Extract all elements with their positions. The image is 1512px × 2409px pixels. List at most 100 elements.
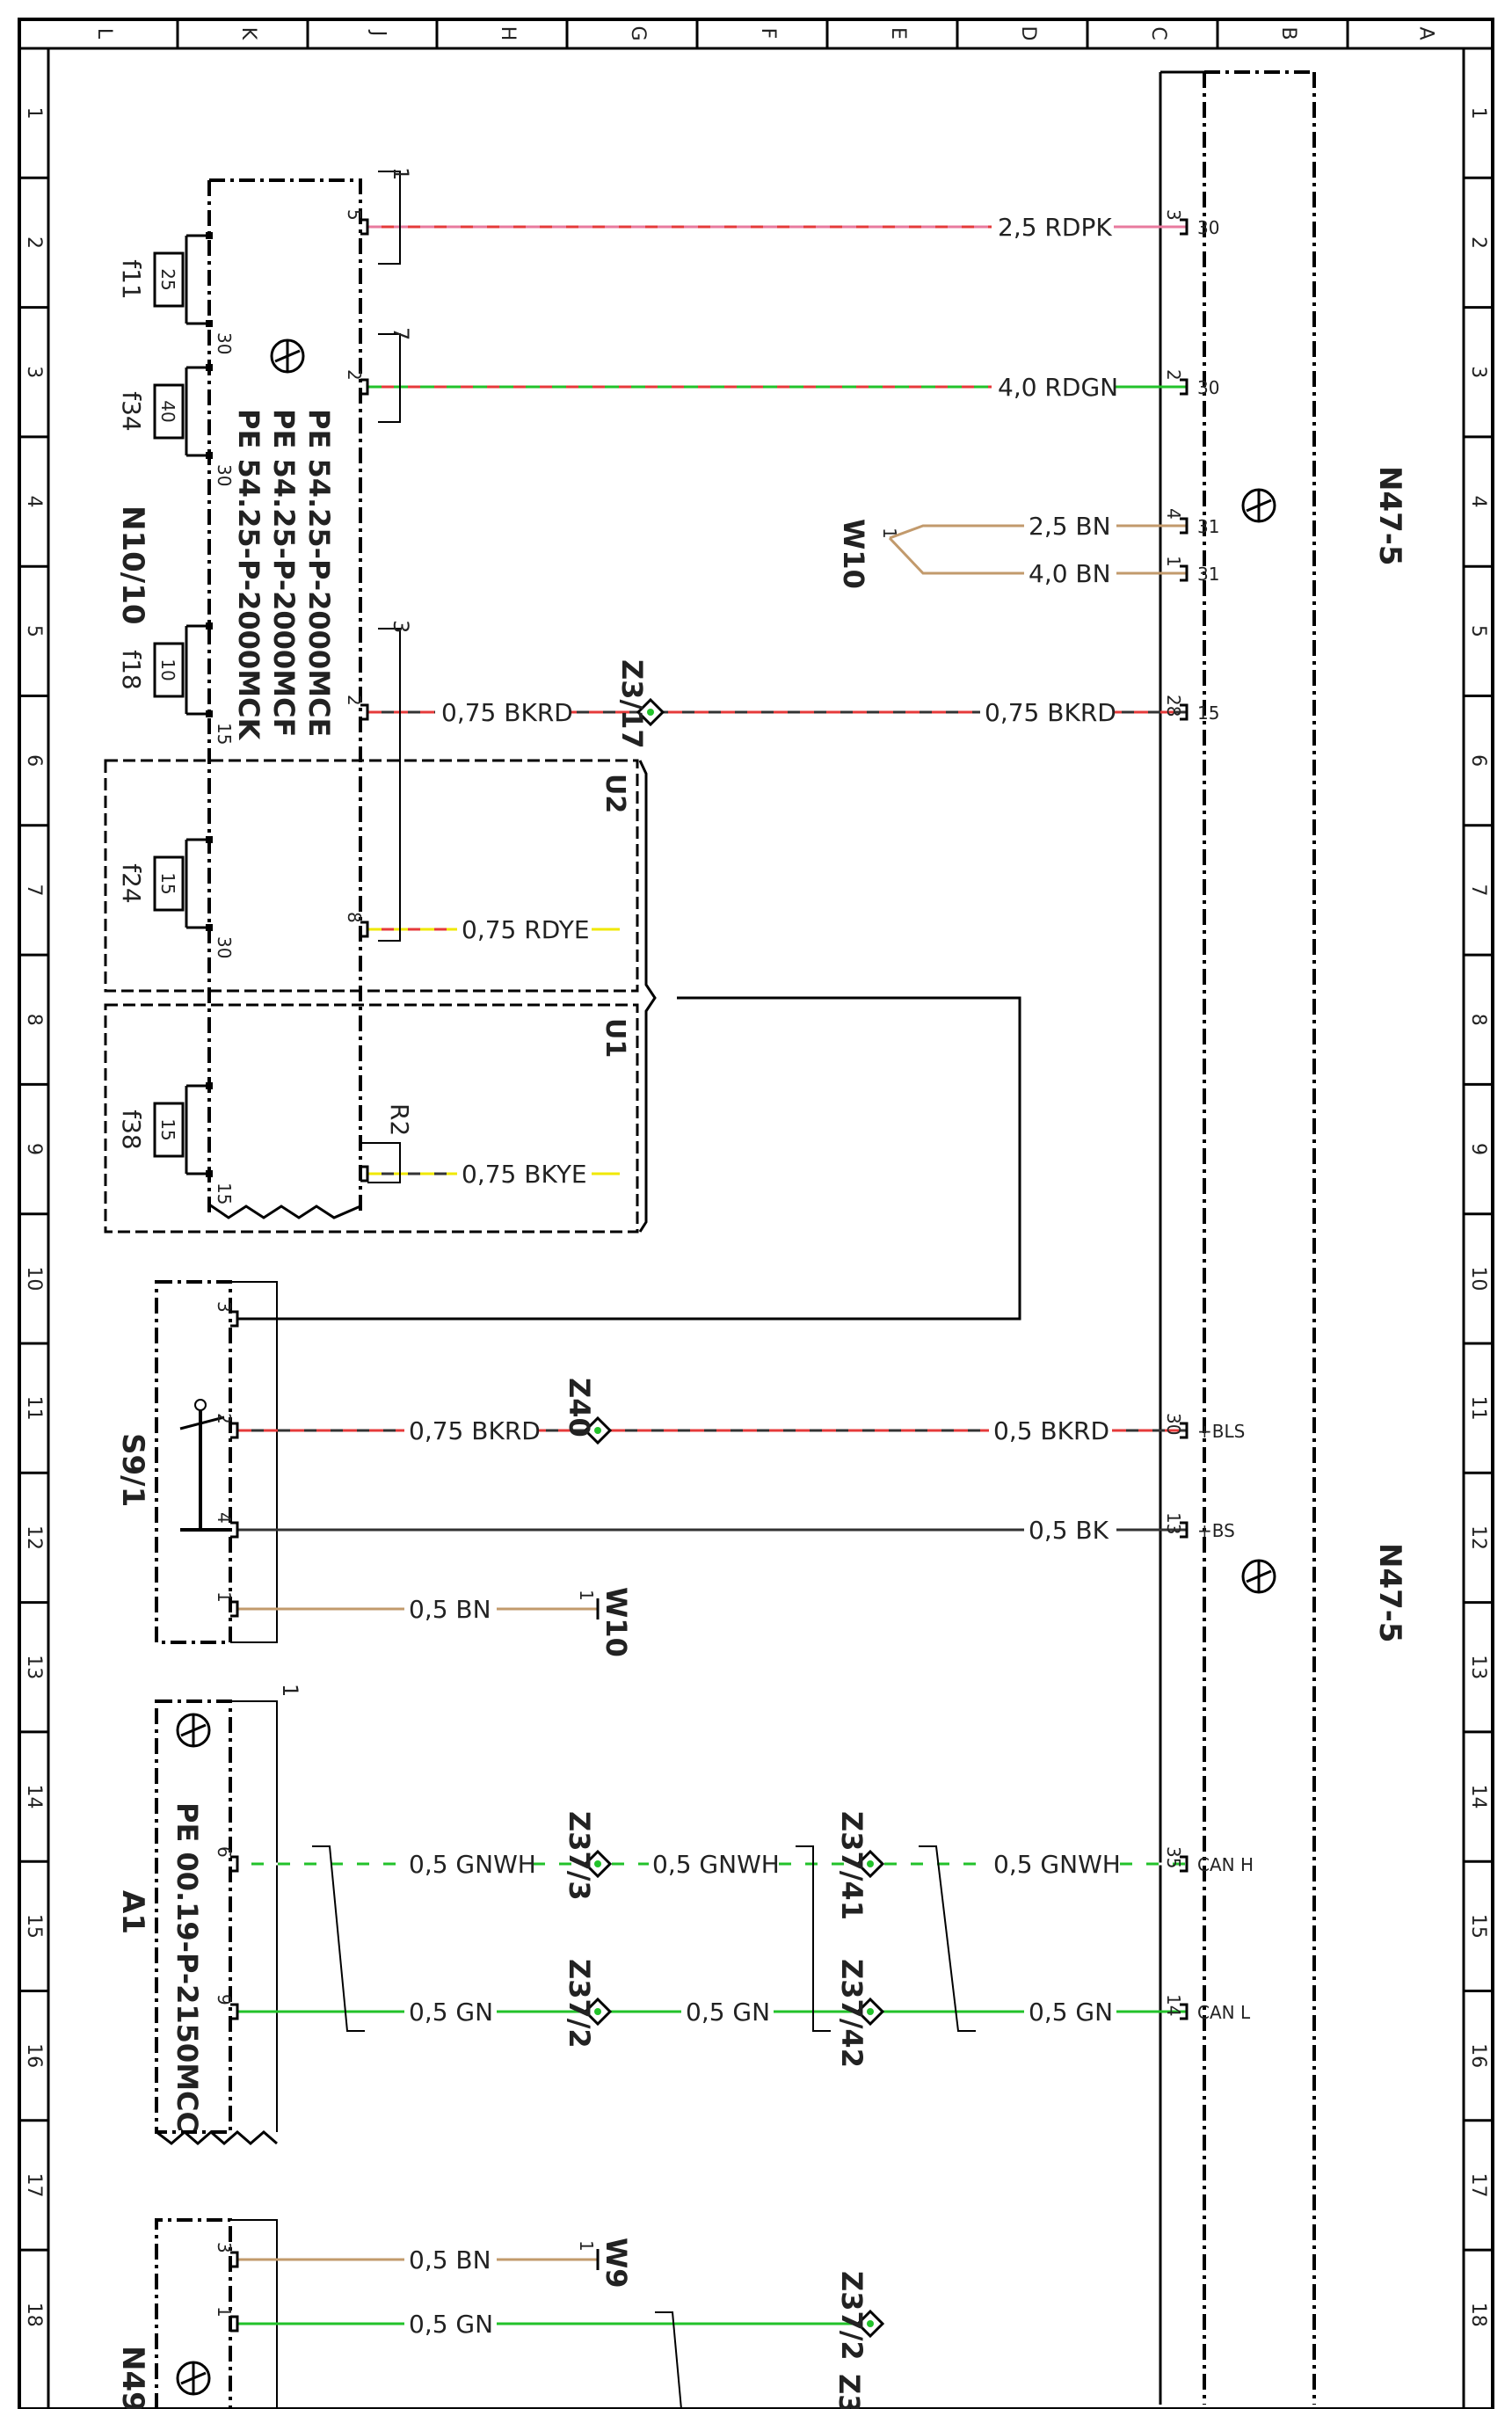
u2-pin-number: 8 xyxy=(344,912,365,923)
splice-z3-17-dot xyxy=(647,709,654,716)
fuse-body xyxy=(153,251,185,308)
u2-label: U2 xyxy=(600,774,630,813)
s9-3-pin xyxy=(230,1310,239,1328)
z37-label: Z37 xyxy=(832,2374,866,2409)
a1-module xyxy=(155,1699,278,2145)
s9-2-pin-number: 2 xyxy=(214,1413,235,1424)
label-s9-bk: 0,5 BK xyxy=(1029,1516,1109,1545)
fuse-terminal: 30 xyxy=(214,332,235,354)
twist-bracket xyxy=(312,1845,365,2032)
fuse-rating: 10 xyxy=(157,659,178,680)
label-canh-c: 0,5 GNWH xyxy=(993,1850,1121,1879)
label-bn-b: 4,0 BN xyxy=(1029,559,1111,588)
row-number-right: 3 xyxy=(1467,366,1489,378)
label-rdgn: 4,0 RDGN xyxy=(998,373,1118,402)
n47-31b-terminal: 31 xyxy=(1197,564,1219,585)
row-number-right: 8 xyxy=(1467,1014,1489,1026)
column-letter: H xyxy=(497,26,519,41)
f18-pin xyxy=(360,703,369,721)
row-number-left: 15 xyxy=(23,1914,45,1939)
n47-bs-pin xyxy=(1180,1521,1189,1539)
row-number-right: 9 xyxy=(1467,1143,1489,1155)
label-canl-c: 0,5 GN xyxy=(1029,1998,1113,2027)
a1-6-pin xyxy=(230,1855,239,1873)
column-letter: J xyxy=(367,29,389,37)
ground-symbol-icon xyxy=(1241,1559,1276,1594)
row-number-right: 15 xyxy=(1467,1914,1489,1939)
fuse-pin xyxy=(206,836,213,843)
conn-bracket xyxy=(378,171,401,265)
splice-z37-3-dot xyxy=(594,1860,601,1867)
label-canh-c-bg xyxy=(990,1853,1109,1880)
label-canl-a: 0,5 GN xyxy=(409,1998,493,2027)
ground-symbol-icon xyxy=(270,338,305,374)
row-number-left: 8 xyxy=(23,1014,45,1026)
column-letter: D xyxy=(1017,26,1039,41)
n47-bs-terminal: +BS xyxy=(1197,1520,1235,1541)
fuse-body xyxy=(153,642,185,698)
column-letter: K xyxy=(237,27,259,40)
n47-bls-terminal: +BLS xyxy=(1197,1421,1245,1442)
ground-symbol-icon xyxy=(1241,488,1276,523)
n47-30a-pin-number: 3 xyxy=(1163,209,1184,221)
row-number-right: 1 xyxy=(1467,107,1489,120)
label-bkrd-a: 0,75 BKRD xyxy=(441,698,573,727)
row-number-right: 2 xyxy=(1467,237,1489,249)
fuse-terminal: 15 xyxy=(214,1183,235,1204)
wire-s9-3 xyxy=(237,996,1021,1321)
w10-label: W10 xyxy=(837,519,870,589)
n49-1-pin xyxy=(230,2315,239,2333)
row-number-right: 13 xyxy=(1467,1655,1489,1679)
fuse-terminal: 30 xyxy=(214,464,235,486)
conn-a1: 1 xyxy=(278,1684,302,1697)
label-s9-bkrd-a: 0,75 BKRD xyxy=(409,1416,541,1445)
twist-bracket xyxy=(796,1845,831,2032)
s9-1-pin xyxy=(230,1600,239,1618)
row-number-left: 6 xyxy=(23,754,45,767)
row-number-left: 18 xyxy=(23,2303,45,2327)
row-number-right: 5 xyxy=(1467,625,1489,637)
row-number-left: 4 xyxy=(23,496,45,508)
column-letter: C xyxy=(1147,26,1169,40)
conn-bracket xyxy=(378,333,401,423)
n47-canh-pin-number: 35 xyxy=(1163,1846,1184,1868)
n49-label: N49 xyxy=(115,2346,150,2409)
column-letter: B xyxy=(1277,26,1299,40)
fuse-pin xyxy=(206,364,213,371)
n47-31b-pin-number: 1 xyxy=(1163,556,1184,567)
n47-31a-pin-number: 4 xyxy=(1163,508,1184,520)
twist-bracket xyxy=(919,1845,976,2032)
fuse-pin xyxy=(206,622,213,630)
u1-label: U1 xyxy=(600,1018,630,1058)
label-bn-a-bg xyxy=(1025,515,1116,542)
label-s9-bk-bg xyxy=(1025,1519,1116,1546)
svg-text:PE 54.25-P-2000MCF: PE 54.25-P-2000MCF xyxy=(267,409,301,737)
row-number-left: 7 xyxy=(23,884,45,896)
n47-31a-terminal: 31 xyxy=(1197,516,1219,537)
splice-z37-2b-label: Z37/2 xyxy=(835,2271,869,2361)
f18-pin-number: 2 xyxy=(344,695,365,706)
label-canl-c-bg xyxy=(1025,2001,1116,2027)
n47-30a-terminal: 30 xyxy=(1197,217,1219,238)
splice-z37-3-label: Z37/3 xyxy=(563,1811,596,1901)
column-letter: A xyxy=(1415,26,1437,40)
splice-z40-dot xyxy=(594,1427,601,1434)
fuse-rating: 40 xyxy=(157,400,178,422)
fuse-pin xyxy=(206,1170,213,1177)
twist-bracket xyxy=(655,2311,682,2409)
n49-3-pin-number: 3 xyxy=(214,2242,235,2253)
u2-box xyxy=(104,759,639,993)
fuse-pin xyxy=(206,924,213,931)
label-n49-gn: 0,5 GN xyxy=(409,2310,493,2339)
label-rdye-bg xyxy=(458,919,592,945)
conn-3: 3 xyxy=(389,620,413,633)
u1-pin xyxy=(360,1165,369,1183)
n47-canh-pin xyxy=(1180,1855,1189,1873)
splice-z37-42-label: Z37/42 xyxy=(835,1959,869,2068)
s9-switch xyxy=(155,1280,278,1644)
label-bkrd-b-bg xyxy=(981,702,1115,728)
n10-box xyxy=(207,178,362,1219)
